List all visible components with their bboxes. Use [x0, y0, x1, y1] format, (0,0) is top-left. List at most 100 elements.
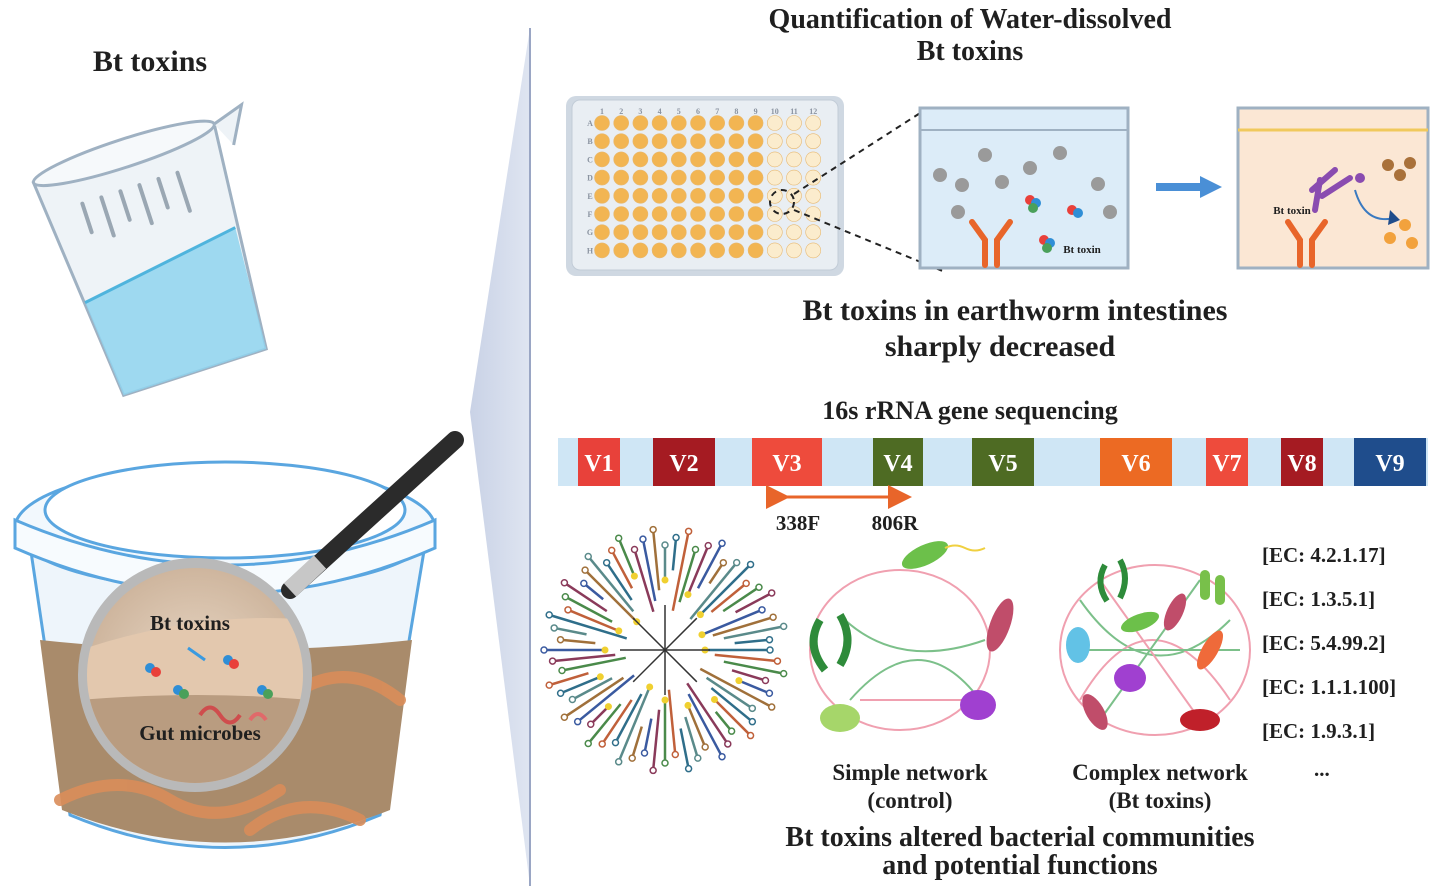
plate-well: [651, 151, 668, 168]
tree-branch: [584, 569, 638, 623]
gene-region-label: V6: [1121, 451, 1150, 477]
tree-branch: [617, 537, 636, 577]
plate-well: [728, 151, 745, 168]
tree-leaf: [765, 635, 774, 644]
plate-well: [786, 151, 802, 168]
plate-well: [690, 151, 706, 168]
plate-well: [709, 151, 726, 168]
plate-well: [766, 115, 783, 131]
tree-leaf: [684, 527, 693, 536]
tree-leaf: [556, 689, 565, 697]
tree-leaf: [761, 676, 770, 685]
ec-item: [EC: 1.3.5.1]: [1262, 587, 1376, 611]
plate-well: [594, 188, 610, 204]
tree-leaf: [581, 566, 589, 574]
plate-column-label: 5: [677, 107, 681, 116]
tree-node: [661, 696, 669, 704]
tree-branch: [560, 675, 601, 695]
plate-well: [651, 115, 668, 131]
result-line2: sharply decreased: [884, 330, 1116, 363]
plate-well: [632, 206, 649, 222]
tree-leaf: [732, 558, 741, 567]
tree-branch: [723, 660, 784, 675]
plate-well: [805, 242, 822, 259]
tree-leaf: [649, 525, 657, 534]
tree-leaf: [661, 541, 669, 549]
tree-branch: [686, 682, 729, 745]
complex-network-label-line2: (Bt toxins): [1108, 788, 1212, 813]
tree-node: [604, 703, 612, 711]
tree-leaf: [766, 646, 774, 654]
gene-region-label: V1: [584, 451, 613, 477]
gene-region-label: V9: [1375, 451, 1404, 477]
plate-row-label: A: [587, 119, 593, 128]
tree-leaf: [560, 579, 569, 587]
tree-leaf: [548, 657, 557, 665]
tree-leaf: [767, 703, 776, 711]
magnifier-icon: [78, 431, 464, 792]
tree-leaf: [746, 731, 755, 740]
quant-title-line2: Bt toxins: [916, 36, 1024, 67]
plate-row-label: G: [587, 228, 593, 237]
plate-well: [651, 133, 668, 149]
plate-row-label: E: [587, 192, 592, 201]
plate-column-label: 2: [619, 107, 623, 116]
tree-leaf: [558, 666, 566, 675]
gene-region: [1354, 438, 1426, 486]
tree-node: [696, 611, 704, 619]
tree-leaf: [630, 545, 639, 554]
gene-region-label: V8: [1287, 451, 1316, 477]
tree-node: [710, 695, 718, 703]
plate-column-label: 3: [638, 107, 642, 116]
plate-well: [709, 188, 726, 204]
plate-well: [766, 224, 783, 240]
tree-leaf: [684, 764, 693, 773]
tree-leaf: [742, 579, 750, 588]
tree-node: [735, 677, 743, 685]
conclusion-line1: Bt toxins altered bacterial communities: [785, 822, 1255, 853]
tree-leaf: [614, 534, 623, 542]
tree-leaf: [545, 611, 553, 619]
plate-well: [709, 224, 726, 240]
tree-leaf: [724, 740, 732, 748]
tree-leaf: [718, 539, 726, 548]
plate-column-label: 11: [790, 107, 798, 116]
tree-branch: [563, 581, 608, 613]
plate-well: [709, 115, 726, 131]
plate-well: [766, 133, 783, 149]
plate-well: [670, 169, 687, 186]
plate-well: [805, 188, 822, 204]
tree-branch: [714, 711, 733, 732]
tree-node: [596, 673, 604, 681]
tree-branch: [684, 716, 699, 759]
tree-leaf: [560, 713, 569, 721]
plate-column-label: 4: [658, 107, 662, 116]
tree-branch: [567, 608, 620, 633]
tree-leaf: [773, 657, 782, 665]
tree-leaf: [607, 546, 616, 555]
tree-branch: [689, 561, 738, 620]
plate-row-label: H: [587, 246, 594, 255]
plate-well: [594, 224, 610, 240]
tree-node: [684, 591, 692, 599]
plate-well: [690, 188, 706, 204]
tree-leaf: [573, 717, 582, 726]
plate-well: [747, 206, 764, 222]
tree-branch: [651, 529, 661, 591]
plate-well: [613, 151, 630, 168]
tree-branch: [710, 687, 754, 723]
tree-leaf: [671, 750, 680, 759]
tree-leaf: [727, 727, 736, 735]
plate-well: [690, 242, 706, 259]
tree-branch: [605, 562, 633, 601]
plate-well: [670, 242, 687, 259]
plate-well: [594, 242, 610, 259]
tree-leaf: [748, 704, 757, 713]
tree-leaf: [779, 669, 788, 678]
tree-branch: [589, 705, 610, 726]
plate-well: [613, 224, 630, 240]
ec-list: [EC: 4.2.1.17] [EC: 1.3.5.1] [EC: 5.4.99…: [1262, 543, 1442, 782]
